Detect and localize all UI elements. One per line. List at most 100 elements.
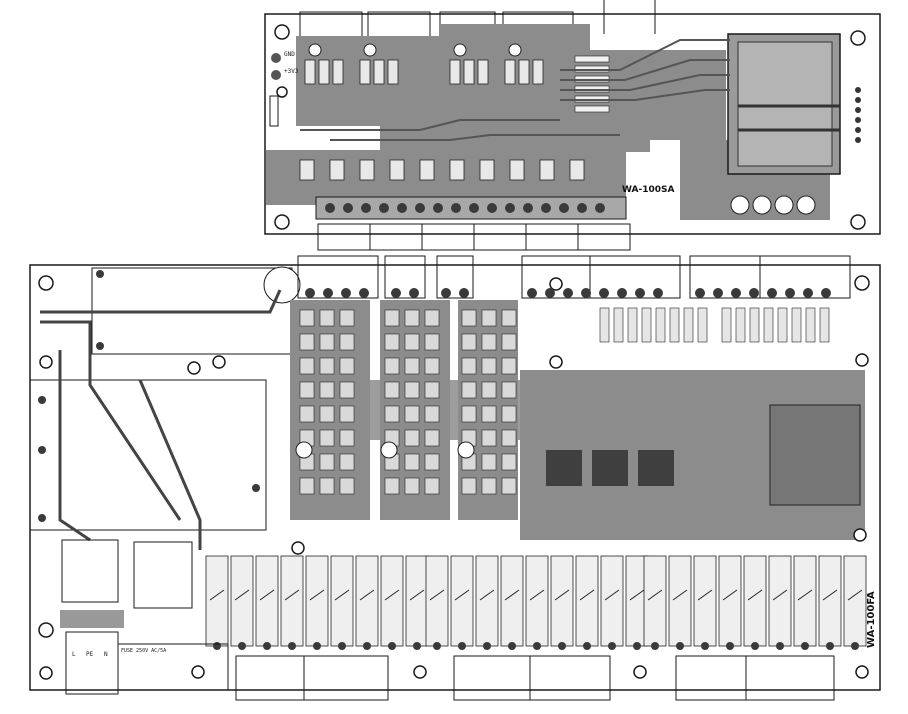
top-edge-pad (577, 203, 587, 213)
top-button (774, 195, 794, 215)
top-board-label: WA-100SA (622, 185, 674, 195)
module-pins (38, 270, 260, 522)
top-header-pin (855, 97, 861, 103)
relay (843, 555, 867, 647)
relay-pad (458, 642, 466, 650)
top-edge-pad (433, 203, 443, 213)
relay (718, 555, 742, 647)
bottom-resistor (697, 307, 708, 343)
bottom-smd-part (404, 429, 420, 447)
relay (550, 555, 574, 647)
top-header-pin (855, 107, 861, 113)
bottom-resistor (655, 307, 666, 343)
relay (818, 555, 842, 647)
relay-pad (288, 642, 296, 650)
relay-contact-mark (554, 589, 570, 601)
bottom-smd-part (319, 309, 335, 327)
bottom-resistor (721, 307, 732, 343)
relay-pad (651, 642, 659, 650)
bottom-smd-part (319, 453, 335, 471)
relay-pad (363, 642, 371, 650)
relay-contact-mark (429, 589, 445, 601)
relay-contact-mark (772, 589, 788, 601)
bottom-smd-part (501, 405, 517, 423)
relay-pad (413, 642, 421, 650)
relay (743, 555, 767, 647)
top-button (796, 195, 816, 215)
bottom-smd-part (424, 333, 440, 351)
bottom-smd-part (299, 381, 315, 399)
bottom-smd-part (299, 333, 315, 351)
bottom-smd-part (424, 453, 440, 471)
top-smd-part (509, 159, 525, 181)
bottom-smd-part (384, 357, 400, 375)
relay-contact-mark (209, 589, 225, 601)
top-smd-part (299, 159, 315, 181)
relay (405, 555, 429, 647)
top-chip (318, 59, 330, 85)
top-smd-part (329, 159, 345, 181)
top-capacitor (453, 43, 467, 57)
3v3-marking: +3V3 (284, 68, 299, 75)
bottom-resistor (669, 307, 680, 343)
top-edge-pad (451, 203, 461, 213)
relay-contact-mark (309, 589, 325, 601)
relay (380, 555, 404, 647)
relay-pad (533, 642, 541, 650)
bottom-smd-part (501, 333, 517, 351)
connector-pad (767, 288, 777, 298)
relay-contact-mark (359, 589, 375, 601)
bottom-smd-part (339, 381, 355, 399)
connector-pad (731, 288, 741, 298)
top-edge-pad (505, 203, 515, 213)
top-chip (518, 59, 530, 85)
top-chip (532, 59, 544, 85)
connector-pad (695, 288, 705, 298)
bottom-smd-part (461, 477, 477, 495)
bottom-smd-part (299, 357, 315, 375)
relay-contact-mark (672, 589, 688, 601)
top-edge-pad (415, 203, 425, 213)
driver-ics (546, 404, 861, 506)
top-smd-part (569, 159, 585, 181)
relay-contact-mark (579, 589, 595, 601)
relay-pad (508, 642, 516, 650)
connector-pad (785, 288, 795, 298)
top-chip (387, 59, 399, 85)
bottom-smd-part (299, 405, 315, 423)
relay (230, 555, 254, 647)
bottom-smd-part (424, 381, 440, 399)
top-mounting-holes (274, 24, 866, 230)
bottom-smd-part (481, 477, 497, 495)
bottom-smd-part (461, 405, 477, 423)
connector-pad (617, 288, 627, 298)
relay-pad (558, 642, 566, 650)
relay (475, 555, 499, 647)
relay-pad (238, 642, 246, 650)
bottom-resistor (791, 307, 802, 343)
top-header-pin (855, 117, 861, 123)
top-button (730, 195, 750, 215)
top-edge-pad (559, 203, 569, 213)
top-edge-pad (361, 203, 371, 213)
bottom-smd-part (481, 453, 497, 471)
bottom-smd-part (299, 309, 315, 327)
connector-pad (391, 288, 401, 298)
connector-pad (305, 288, 315, 298)
relay-pad (751, 642, 759, 650)
bottom-smd-part (339, 333, 355, 351)
relay (600, 555, 624, 647)
top-resistor (574, 105, 610, 113)
bottom-top-connectors (297, 255, 851, 299)
top-chip (504, 59, 516, 85)
top-header-pin (855, 137, 861, 143)
bottom-resistor (613, 307, 624, 343)
relay-contact-mark (384, 589, 400, 601)
bottom-smd-part (481, 381, 497, 399)
bottom-smd-part (319, 357, 335, 375)
relay-pad (433, 642, 441, 650)
terminal-mark-l: L (72, 651, 76, 658)
connector-pad (821, 288, 831, 298)
bottom-smd-part (481, 429, 497, 447)
relay-contact-mark (529, 589, 545, 601)
